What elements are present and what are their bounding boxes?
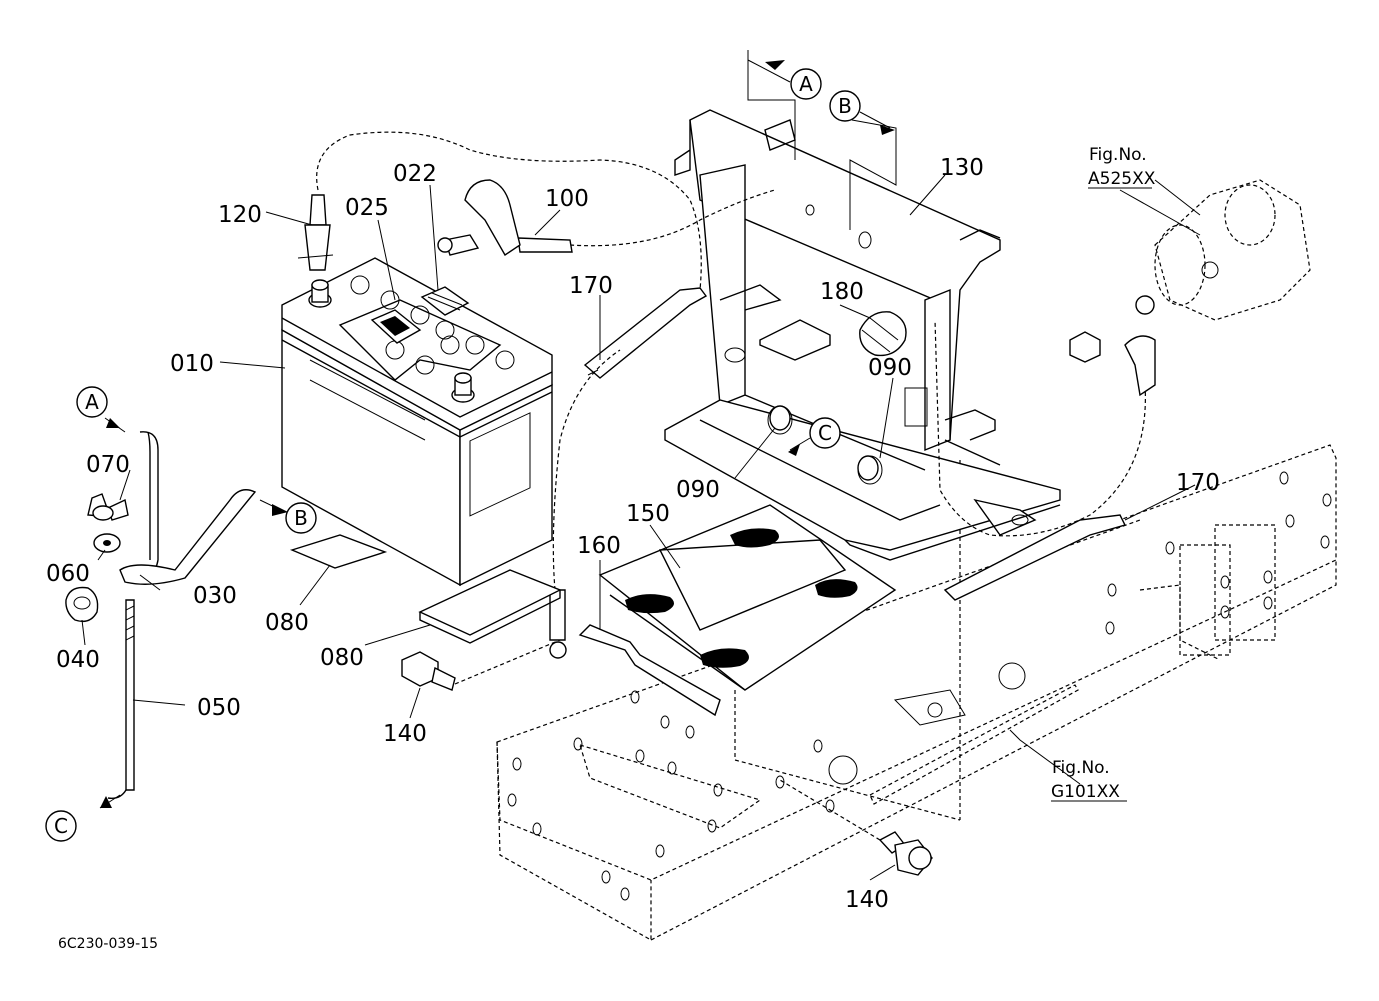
drawing-code: 6C230-039-15 xyxy=(58,936,158,952)
label-140-right: 140 xyxy=(845,887,889,913)
svg-text:C: C xyxy=(54,814,68,838)
label-090-left: 090 xyxy=(676,477,720,503)
washer-060 xyxy=(93,533,121,553)
starter-motor xyxy=(1154,179,1311,321)
cap-180 xyxy=(859,311,907,357)
ref-brackets xyxy=(99,50,897,809)
label-160: 160 xyxy=(577,533,621,559)
figure-ref-frame-code: G101XX xyxy=(1051,782,1120,802)
label-170-right: 170 xyxy=(1176,470,1220,496)
svg-text:A: A xyxy=(85,390,99,414)
label-140-left: 140 xyxy=(383,721,427,747)
label-090-right: 090 xyxy=(868,355,912,381)
label-170-left: 170 xyxy=(569,273,613,299)
bolt-140-left xyxy=(401,639,561,691)
label-080-upper: 080 xyxy=(265,610,309,636)
figure-ref-starter-code: A525XX xyxy=(1088,169,1156,189)
label-150: 150 xyxy=(626,501,670,527)
cap-090-left xyxy=(769,405,791,431)
label-025: 025 xyxy=(345,195,389,221)
svg-text:A: A xyxy=(799,72,813,96)
marker-c-bottom: C xyxy=(45,810,77,842)
label-100: 100 xyxy=(545,186,589,212)
figure-ref-frame[interactable]: Fig.No. G101XX xyxy=(1051,758,1127,802)
label-050: 050 xyxy=(197,695,241,721)
label-080-lower: 080 xyxy=(320,645,364,671)
cap-090-right xyxy=(857,455,879,481)
label-040: 040 xyxy=(56,647,100,673)
svg-text:C: C xyxy=(818,421,832,445)
hold-down-rod xyxy=(107,431,257,800)
battery-tray xyxy=(598,504,897,691)
strip-170-right xyxy=(943,514,1127,601)
sheet-080-lower xyxy=(418,569,562,644)
sheet-080-upper xyxy=(289,534,388,569)
label-180: 180 xyxy=(820,279,864,305)
bolt-140-right xyxy=(779,779,933,876)
svg-text:B: B xyxy=(294,506,308,530)
strip-170-left xyxy=(583,287,708,379)
marker-a-left: A xyxy=(76,386,108,418)
label-030: 030 xyxy=(193,583,237,609)
strip-160 xyxy=(578,624,721,717)
terminal-120 xyxy=(297,194,334,271)
label-070: 070 xyxy=(86,452,130,478)
marker-b-mid: B xyxy=(285,502,317,534)
cable-positive xyxy=(316,131,702,291)
figure-ref-frame-label: Fig.No. xyxy=(1052,758,1110,778)
label-130: 130 xyxy=(940,155,984,181)
label-120: 120 xyxy=(218,202,262,228)
svg-text:B: B xyxy=(838,94,852,118)
label-022: 022 xyxy=(393,161,437,187)
wing-nut-070 xyxy=(87,493,129,521)
marker-b-top: B xyxy=(829,90,861,122)
label-010: 010 xyxy=(170,351,214,377)
cable-100 xyxy=(437,179,776,256)
figure-ref-starter[interactable]: Fig.No. A525XX xyxy=(1088,145,1156,189)
cable-negative xyxy=(549,295,1156,659)
figure-ref-starter-label: Fig.No. xyxy=(1089,145,1147,165)
leader-lines xyxy=(81,174,1201,881)
label-060: 060 xyxy=(46,561,90,587)
battery xyxy=(281,257,553,587)
main-frame xyxy=(496,444,1337,942)
marker-a-top: A xyxy=(790,68,822,100)
spacer-040 xyxy=(65,586,99,623)
marker-c-mid: C xyxy=(809,417,841,449)
